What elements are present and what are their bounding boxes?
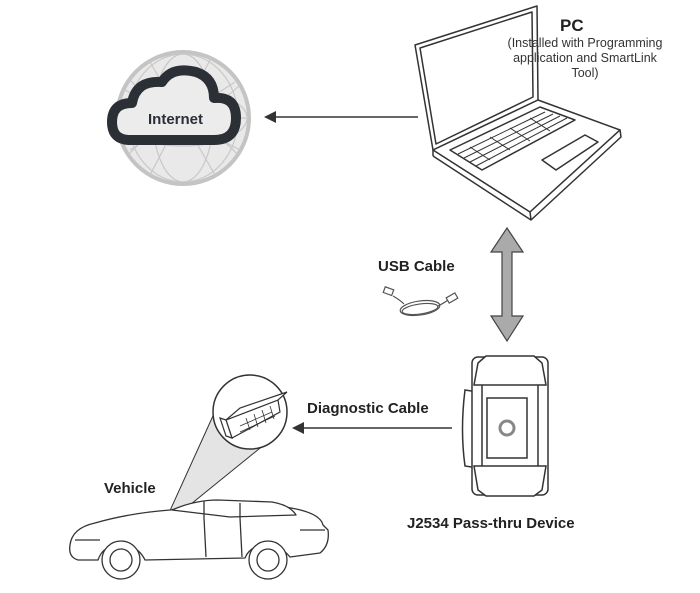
double-arrow-icon: [489, 226, 525, 343]
obd-connector-icon: [212, 374, 288, 450]
laptop-icon: [414, 5, 622, 221]
pc-subtitle-line-1: (Installed with Programming: [507, 36, 663, 50]
pc-title: PC: [560, 16, 584, 35]
usb-cable-icon: [382, 286, 459, 317]
pc-subtitle-line-3: Tool): [571, 66, 599, 80]
pc-subtitle-line-2: application and SmartLink: [513, 51, 657, 65]
vehicle-label: Vehicle: [104, 480, 156, 497]
device-label: J2534 Pass-thru Device: [407, 515, 575, 532]
usb-cable-label: USB Cable: [378, 258, 455, 275]
diagnostic-cable-label: Diagnostic Cable: [307, 400, 429, 417]
pc-subtitle: (Installed with Programming application …: [480, 36, 690, 81]
pass-thru-device-icon: [461, 355, 549, 497]
arrow-to-internet: [264, 111, 418, 123]
internet-label: Internet: [148, 111, 204, 128]
cloud-icon: [107, 65, 241, 145]
vehicle-icon: [69, 499, 329, 580]
arrow-to-vehicle: [292, 422, 452, 434]
